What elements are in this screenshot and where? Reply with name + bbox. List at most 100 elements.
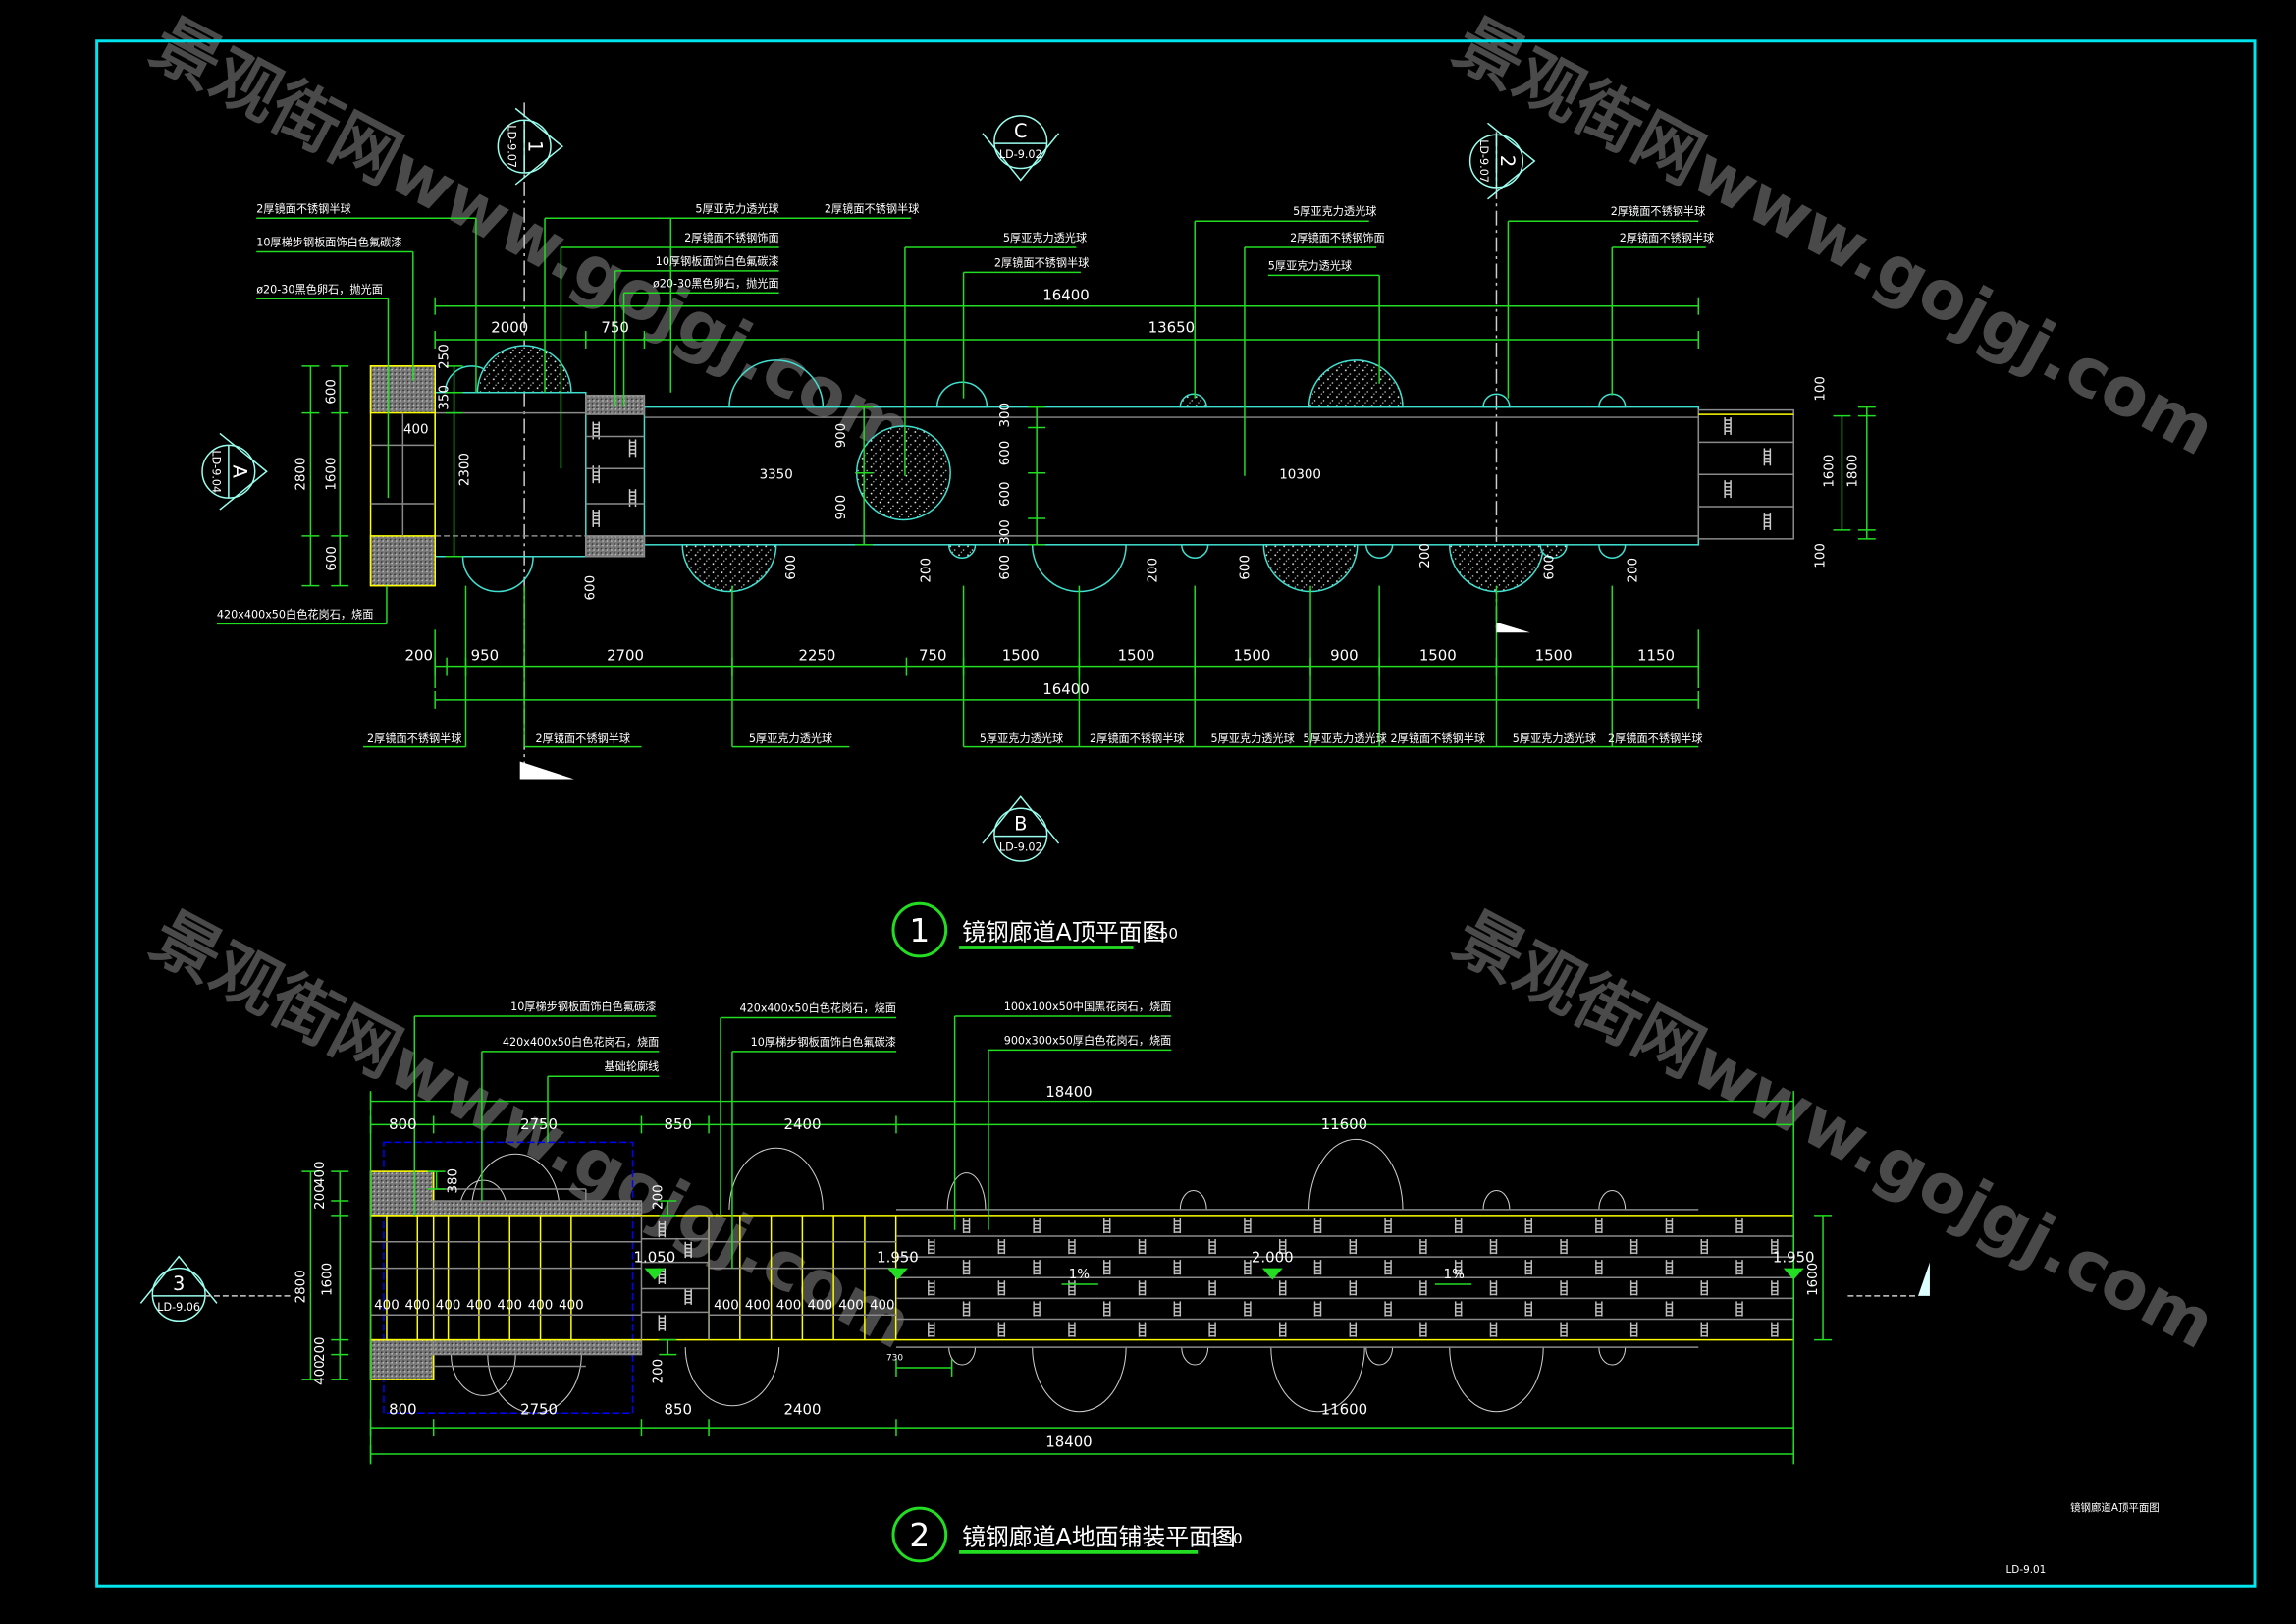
tile-width-label: 400 [559, 1298, 584, 1313]
dim-label: 1600 [325, 458, 340, 491]
dim-label: 850 [665, 1401, 692, 1419]
dim-label: 200 [919, 558, 934, 583]
sphere-footprint [728, 1147, 824, 1210]
dim-label: 100 [1814, 376, 1829, 402]
tile-width-label: 400 [807, 1298, 832, 1313]
callout-label: 2厚镜面不锈钢半球 [256, 201, 350, 215]
dim-label: 200 [405, 647, 433, 665]
sphere-footprint [948, 1347, 977, 1366]
title-number-circle [891, 901, 948, 958]
dim-label: 200 [313, 1336, 328, 1362]
text-layer: 2厚镜面不锈钢半球 2厚镜面不锈钢半球 5厚亚克力透光球 5厚亚克力透光球 2厚镜面不锈… [157, 120, 2159, 1576]
callout-label: 420x400x50白色花岗石，烧面 [503, 1035, 659, 1049]
drawing-title: 镜钢廊道A顶平面图 [962, 919, 1165, 947]
dim-label: 1500 [1233, 647, 1270, 665]
sphere-footprint [1270, 1347, 1365, 1413]
dim-label: 2300 [457, 453, 472, 486]
callout-label: 2厚镜面不锈钢饰面 [684, 231, 778, 244]
dim-label: 400 [313, 1161, 328, 1186]
acrylic-sphere [476, 345, 572, 394]
sphere-footprint [684, 1347, 780, 1407]
sphere-footprint [1179, 1190, 1207, 1210]
dim-label: 200 [1146, 558, 1160, 583]
callout-label: 5厚亚克力透光球 [980, 731, 1063, 745]
sphere-footprint [1308, 1138, 1404, 1210]
dim-label: 1500 [1118, 647, 1155, 665]
acrylic-sphere [1262, 544, 1359, 593]
dim-label: 900 [1330, 647, 1358, 665]
sphere-footprint [1598, 1190, 1627, 1210]
granite-hatch [432, 1338, 643, 1356]
callout-label: 2厚镜面不锈钢半球 [367, 731, 461, 745]
dim-label: 200 [651, 1359, 666, 1384]
elevation-marker-icon [644, 1268, 666, 1280]
section-marker-triangle [514, 107, 564, 186]
sphere-footprint [1032, 1347, 1127, 1413]
dim-label: 750 [919, 647, 946, 665]
callout-label: 900x300x50厚白色花岗石，烧面 [1004, 1033, 1172, 1047]
dim-label: 1800 [1845, 455, 1860, 488]
dim-label: 11600 [1321, 1115, 1367, 1133]
callout-label: 10厚梯步钢板面饰白色氟碳漆 [751, 1035, 896, 1049]
section-marker-label: A [228, 465, 250, 479]
section-marker-ref: LD-9.02 [999, 841, 1042, 854]
dim-label: 600 [784, 555, 799, 580]
tile-width-label: 400 [528, 1298, 554, 1313]
dim-label: 2750 [520, 1401, 558, 1419]
elevation-label: 2.000 [1252, 1249, 1294, 1267]
steel-hemisphere [1364, 544, 1394, 559]
title-number-circle [891, 1506, 948, 1563]
drawing-scale: 1:50 [1209, 1530, 1242, 1547]
dim-label: 2800 [294, 1270, 308, 1303]
tile-width-label: 400 [870, 1298, 895, 1313]
dim-label: 730 [886, 1354, 903, 1364]
dim-label: 350 [438, 385, 453, 410]
dim-label: 200 [1627, 558, 1641, 583]
elevation-marker-icon [887, 1268, 908, 1280]
dim-label: 200 [1418, 543, 1433, 568]
section-marker-label: 3 [173, 1272, 185, 1295]
callout-label: 10厚钢板面饰白色氟碳漆 [656, 254, 779, 268]
sphere-footprint [1365, 1347, 1394, 1366]
dim-label: 1600 [1822, 455, 1837, 488]
callout-label: 420x400x50白色花岗石，烧面 [740, 1001, 896, 1015]
footing-outline [383, 1141, 634, 1414]
steel-hemisphere [1181, 544, 1209, 559]
dim-label: 1150 [1637, 647, 1675, 665]
dim-label: 2400 [784, 1115, 822, 1133]
elevation-marker-icon [1783, 1268, 1804, 1280]
drawing-scale: 1:50 [1146, 925, 1178, 943]
elevation-label: 1.950 [1773, 1249, 1815, 1267]
section-marker-label: C [1014, 120, 1028, 142]
callout-label: 基础轮廓线 [605, 1059, 660, 1073]
tile-width-label: 400 [714, 1298, 739, 1313]
dim-label: 600 [584, 575, 599, 601]
tile-width-label: 400 [404, 1298, 430, 1313]
title-number: 1 [909, 912, 930, 949]
dim-label: 16400 [1042, 680, 1089, 698]
drawing-title: 镜钢廊道A地面铺装平面图 [962, 1523, 1236, 1550]
dim-label: 2250 [798, 647, 835, 665]
dim-label: 1600 [320, 1263, 335, 1296]
sphere-footprint [1449, 1347, 1544, 1413]
dim-label: 200 [651, 1184, 666, 1210]
callout-label: 2厚镜面不锈钢半球 [825, 201, 919, 215]
sphere-footprint [946, 1172, 987, 1210]
sphere-footprint [1482, 1190, 1511, 1210]
dim-label: 600 [325, 379, 340, 405]
dim-label: 1500 [1419, 647, 1457, 665]
dim-label: 2750 [520, 1115, 558, 1133]
sheet-title: 镜钢廊道A顶平面图 [2070, 1501, 2160, 1514]
callout-label: 5厚亚克力透光球 [1303, 731, 1386, 745]
dim-label: 2400 [784, 1401, 822, 1419]
callout-label: 2厚镜面不锈钢半球 [1611, 204, 1705, 218]
callout-label: 5厚亚克力透光球 [1513, 731, 1596, 745]
dim-label: 2000 [491, 319, 528, 337]
section-marker-ref: LD-9.07 [506, 125, 518, 168]
dim-label: 13650 [1148, 319, 1195, 337]
drawing-frame [95, 39, 2257, 1588]
dim-label: 380 [447, 1168, 461, 1194]
callout-label: ø20-30黑色卵石，抛光面 [653, 276, 779, 290]
tile-width-label: 400 [838, 1298, 864, 1313]
callout-label: 5厚亚克力透光球 [1003, 231, 1087, 244]
